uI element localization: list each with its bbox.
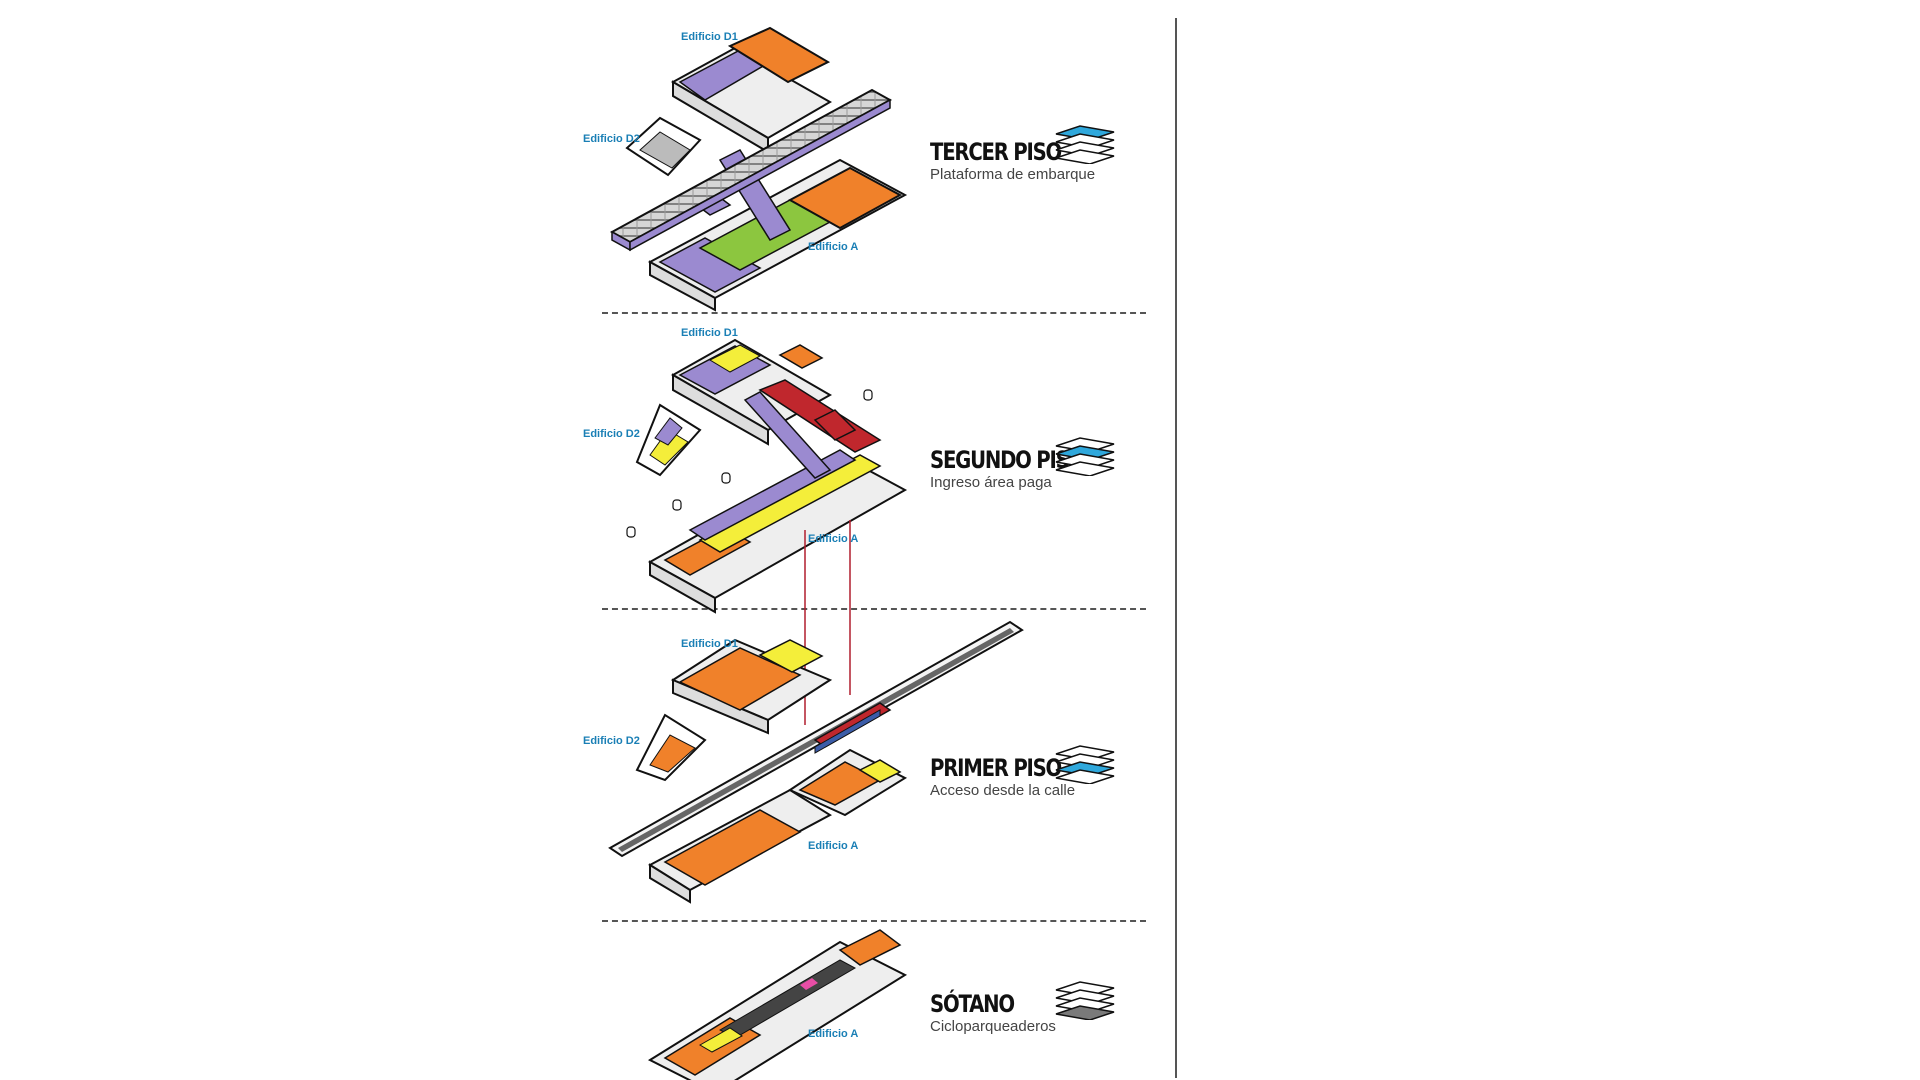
label-a-sotano: Edificio A: [808, 1028, 859, 1040]
floor-subtitle-primer: Acceso desde la calle: [930, 782, 1076, 799]
floor-title-primer: PRIMER PISO: [930, 754, 1062, 782]
layer-stack-icon-tercer: [1055, 125, 1115, 164]
layer-plate-4: [1055, 769, 1115, 784]
floor-title-sotano: SÓTANO: [930, 990, 1015, 1018]
floor-subtitle-segundo: Ingreso área paga: [930, 474, 1052, 491]
label-a-primer: Edificio A: [808, 840, 859, 852]
layer-plate-4: [1055, 1005, 1115, 1020]
label-a-segundo: Edificio A: [808, 533, 859, 545]
floor-title-tercer: TERCER PISO: [930, 138, 1062, 166]
label-d1-tercer: Edificio D1: [681, 31, 738, 43]
zone-red: [758, 379, 882, 453]
floor-subtitle-sotano: Cicloparqueaderos: [930, 1018, 1056, 1035]
label-a-tercer: Edificio A: [808, 241, 859, 253]
layer-plate-4: [1055, 149, 1115, 164]
layer-stack-icon-primer: [1055, 745, 1115, 784]
label-d2-primer: Edificio D2: [583, 735, 640, 747]
layer-plate-4: [1055, 461, 1115, 476]
zone-orange-d1: [727, 26, 831, 84]
zone-orange-a: [787, 166, 903, 230]
floor-subtitle-tercer: Plataforma de embarque: [930, 166, 1096, 183]
vertical-divider: [1175, 18, 1177, 1078]
plan-tercer-piso: [609, 26, 908, 312]
floor-divider-1: [602, 312, 1146, 314]
label-d1-primer: Edificio D1: [681, 638, 738, 650]
layer-stack-icon-sotano: [1055, 981, 1115, 1020]
label-d2-tercer: Edificio D2: [583, 133, 640, 145]
label-d2-segundo: Edificio D2: [583, 428, 640, 440]
plan-segundo-piso: [626, 338, 908, 614]
label-d1-segundo: Edificio D1: [681, 327, 738, 339]
plan-sotano: [647, 929, 908, 1080]
layer-stack-icon-segundo: [1055, 437, 1115, 476]
floor-divider-2: [602, 608, 1146, 610]
plan-primer-piso: [608, 620, 1024, 904]
floor-divider-3: [602, 920, 1146, 922]
